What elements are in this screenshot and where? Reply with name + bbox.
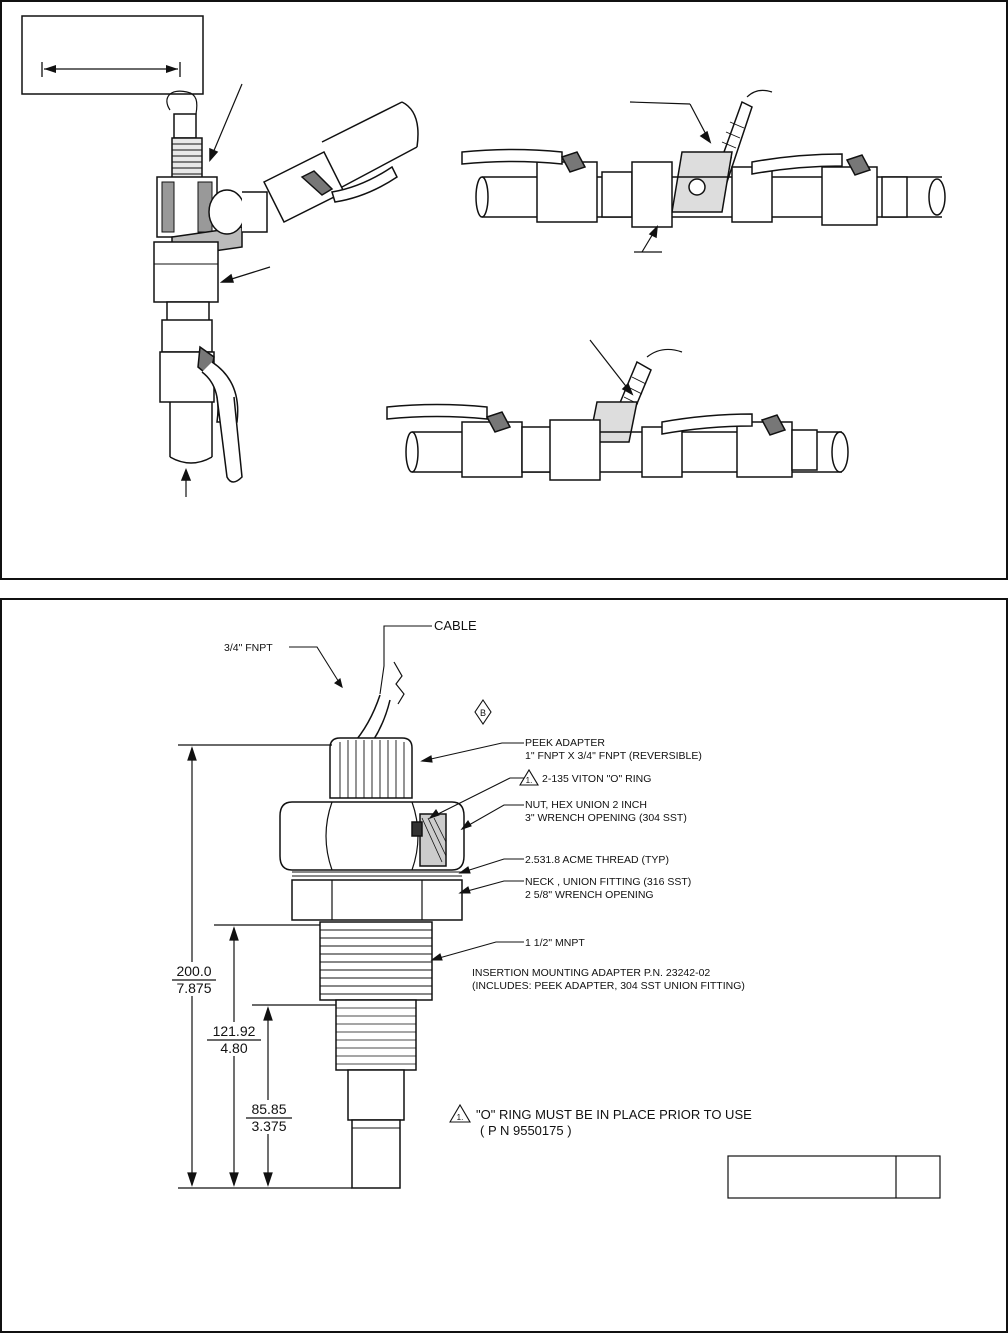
oring-label: 2-135 VITON "O" RING [542, 773, 651, 785]
neck-label: NECK , UNION FITTING (316 SST) [525, 876, 691, 888]
peek-adapter-spec: 1" FNPT X 3/4" FNPT (REVERSIBLE) [525, 750, 702, 762]
title-block [727, 1155, 941, 1199]
dimension-inch: 3.375 [251, 1118, 286, 1134]
installation-views-panel [0, 0, 1008, 580]
installation-views-drawing [21, 15, 946, 497]
dimension-inch: 4.80 [220, 1040, 247, 1056]
oring-flag: 1. [519, 768, 539, 786]
oring-flag-number: 1. [526, 776, 533, 785]
revision-letter: B [480, 708, 486, 718]
adapter-dimension-drawing: 200.0 7.875 121.92 4.80 85.85 3.375 [170, 618, 941, 1199]
dimension-inch: 7.875 [176, 980, 211, 996]
hex-nut-label: NUT, HEX UNION 2 INCH [525, 799, 647, 811]
callout-leaders [289, 625, 524, 961]
peek-adapter-label: PEEK ADAPTER [525, 737, 605, 749]
oring-note: 1. "O" RING MUST BE IN PLACE PRIOR TO US… [449, 1103, 752, 1138]
note-flag-number: 1. [457, 1113, 464, 1122]
fnpt-label: 3/4" FNPT [224, 642, 273, 654]
revision-marker: B [474, 699, 492, 725]
adapter-dimension-panel: 200.0 7.875 121.92 4.80 85.85 3.375 [0, 598, 1008, 1333]
neck-spec: 2 5/8" WRENCH OPENING [525, 889, 654, 901]
tee-installation-vertical [153, 83, 419, 497]
dimension-mm: 200.0 [176, 963, 211, 979]
adapter-includes: (INCLUDES: PEEK ADAPTER, 304 SST UNION F… [472, 980, 745, 992]
tee-installation-horizontal [461, 89, 946, 253]
acme-thread-label: 2.531.8 ACME THREAD (TYP) [525, 854, 669, 866]
legend-box [21, 15, 204, 95]
dimension-121: 121.92 4.80 [205, 1022, 263, 1056]
mnpt-label: 1 1/2" MNPT [525, 937, 585, 949]
tee-installation-angled [386, 339, 849, 481]
hex-nut-spec: 3" WRENCH OPENING (304 SST) [525, 812, 687, 824]
note-part-number: ( P N 9550175 ) [480, 1123, 572, 1138]
cable-label: CABLE [434, 618, 477, 633]
dimension-85: 85.85 3.375 [244, 1100, 294, 1134]
dimension-mm: 85.85 [251, 1101, 286, 1117]
note-text: "O" RING MUST BE IN PLACE PRIOR TO USE [476, 1107, 752, 1122]
adapter-part-number: INSERTION MOUNTING ADAPTER P.N. 23242-02 [472, 967, 710, 979]
sensor-adapter-assembly [279, 661, 465, 1189]
dimension-200: 200.0 7.875 [170, 962, 218, 996]
dimension-mm: 121.92 [213, 1023, 256, 1039]
